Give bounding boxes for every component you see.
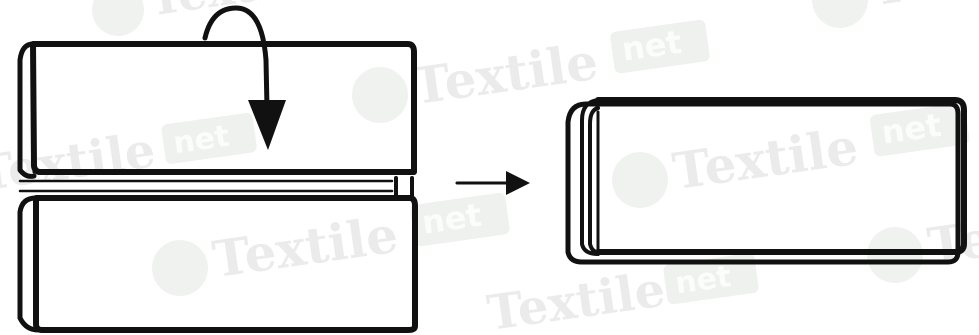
watermark-brand: Textile: [669, 117, 861, 201]
globe-logo-icon: [148, 236, 211, 299]
arrow-right-icon: [457, 171, 530, 195]
watermark-brand: Textile: [145, 0, 322, 26]
garment-left-edge-inner-bottom: [36, 202, 37, 326]
curved-arrow-down-icon: [205, 8, 267, 108]
watermark: Textile net: [0, 108, 259, 202]
globe-logo-icon: [89, 0, 148, 39]
watermark: Textile net: [348, 16, 713, 127]
globe-logo-icon: [348, 63, 411, 126]
watermark-brand: Textile: [209, 205, 401, 289]
garment-left-edge-inner-top: [33, 48, 34, 172]
watermark: Textile net: [608, 101, 973, 212]
watermark: Textile net: [148, 189, 513, 300]
watermark: Textile: [808, 0, 979, 32]
watermark-brand: Textile: [409, 32, 601, 116]
globe-logo-icon: [608, 148, 671, 211]
watermark-brand: Textile: [484, 262, 669, 335]
watermark-brand: Textile: [869, 0, 979, 16]
globe-logo-icon: [808, 0, 871, 32]
